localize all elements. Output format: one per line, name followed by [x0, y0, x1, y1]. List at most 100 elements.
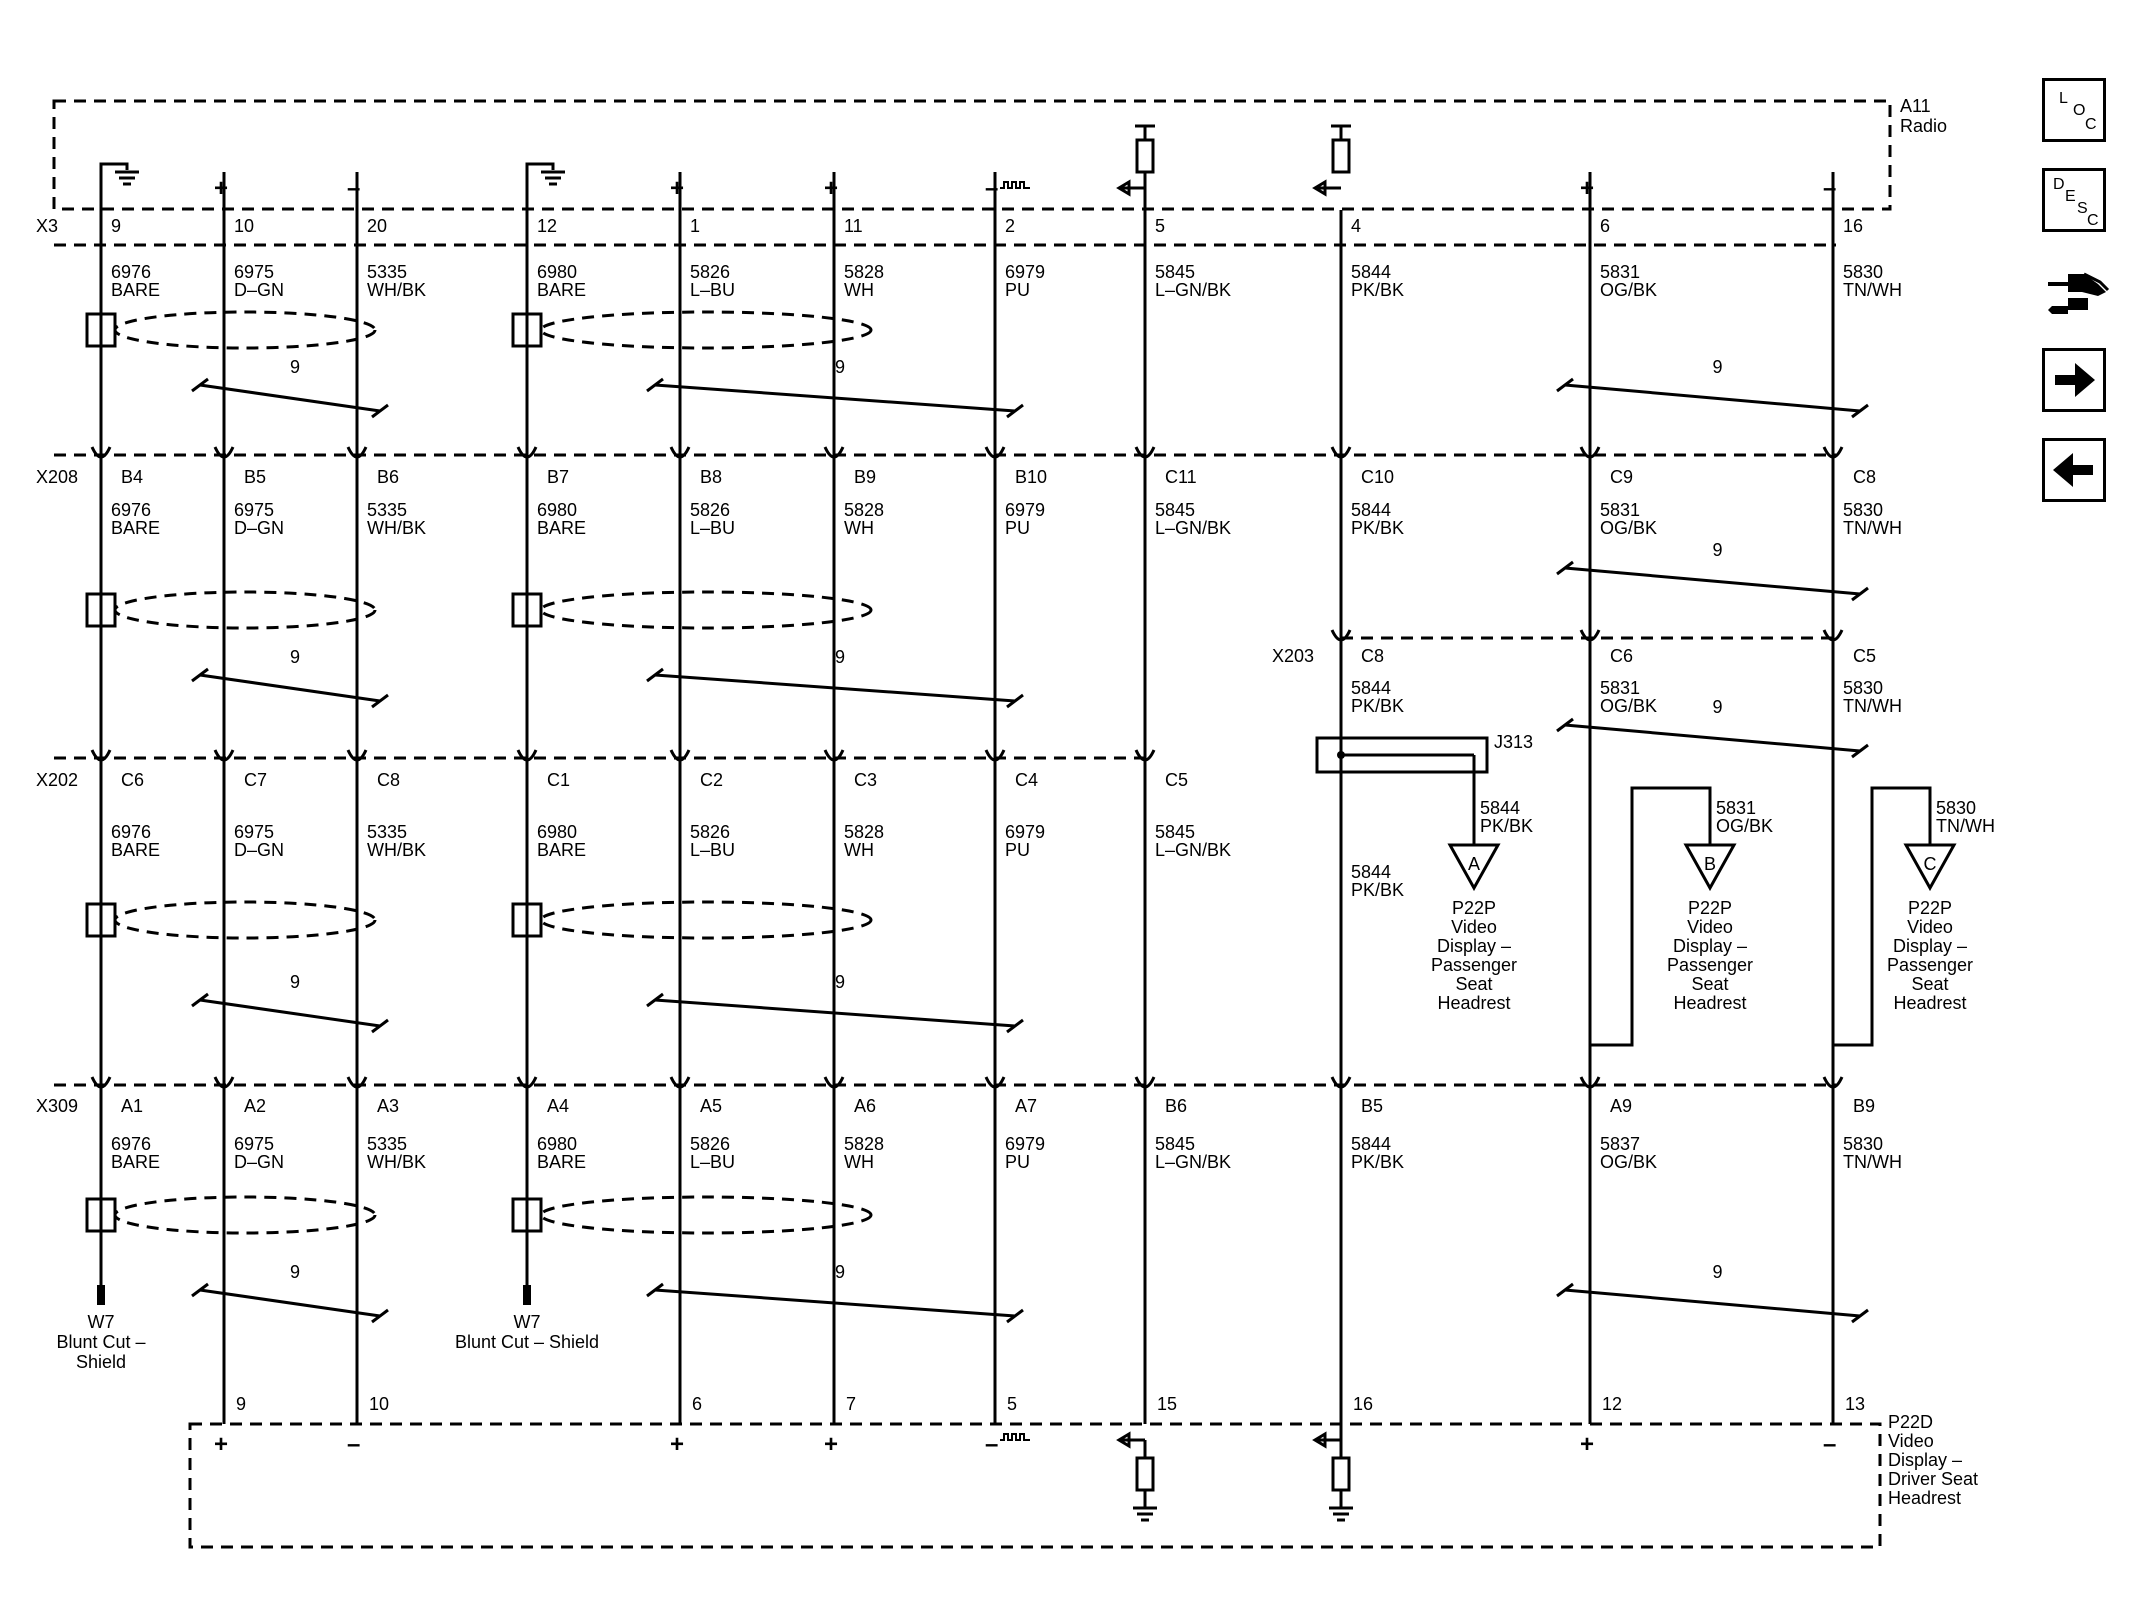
wire-label-circuit: 6975 [234, 262, 274, 282]
twisted-pair-a [199, 673, 381, 703]
passenger-display-label: P22P [1452, 898, 1496, 918]
twisted-pair-c-tick [1851, 1308, 1869, 1324]
wire-label-circuit: 5826 [690, 500, 730, 520]
wire-label-color: OG/BK [1600, 696, 1657, 716]
wire-label-circuit: 5844 [1351, 678, 1391, 698]
x309-pin: A6 [854, 1096, 876, 1116]
twisted-pair-a-tick [371, 1018, 389, 1034]
wire-label-circuit: 6975 [234, 822, 274, 842]
x309-terminal [1134, 1076, 1156, 1089]
wire-label-color: BARE [537, 1152, 586, 1172]
x208-terminal [516, 446, 538, 459]
wire-label-color: WH/BK [367, 840, 426, 860]
x309-terminal [669, 1076, 691, 1089]
x208-terminal [1579, 446, 1601, 459]
x203-pin: C5 [1853, 646, 1876, 666]
twist-count: 9 [835, 1262, 845, 1282]
previous-page-button[interactable] [2042, 438, 2106, 502]
twisted-pair-c-tick [1556, 560, 1574, 576]
resistor-icon [1331, 1456, 1351, 1492]
shield-drain-square [511, 312, 543, 348]
passenger-display-label: Seat [1455, 974, 1492, 994]
polarity-mark: + [824, 175, 838, 202]
twisted-pair-b-tick [646, 992, 664, 1008]
wire-label-circuit: 5831 [1600, 262, 1640, 282]
twisted-pair-a-tick [371, 1308, 389, 1324]
wire-label-color: L–BU [690, 1152, 735, 1172]
wire-label-circuit: 6980 [537, 500, 577, 520]
wire-label-color: D–GN [234, 1152, 284, 1172]
x3-pin-11: 11 [844, 216, 863, 236]
x208-pin: C10 [1361, 467, 1394, 487]
twisted-pair-c-tick [1556, 377, 1574, 393]
wire-label-color: PK/BK [1351, 1152, 1404, 1172]
ground-icon [1329, 1490, 1353, 1522]
wire-label-circuit: 6979 [1005, 1134, 1045, 1154]
x208-pin: C9 [1610, 467, 1633, 487]
resistor-icon [1135, 138, 1155, 174]
shield-ellipse [539, 310, 873, 350]
desc-button[interactable]: D E S C [2042, 168, 2106, 232]
passenger-wire-color: PK/BK [1480, 816, 1533, 836]
passenger-wire-circuit: 5844 [1480, 798, 1520, 818]
wire-label-circuit: 5830 [1843, 678, 1883, 698]
twisted-pair-b-tick [1006, 1308, 1024, 1324]
wire-label-color: TN/WH [1843, 280, 1902, 300]
wire-label-circuit: 6976 [111, 822, 151, 842]
connector-view-button[interactable] [2042, 264, 2112, 328]
driver-display-label: Headrest [1888, 1488, 1961, 1508]
wire-label-color: TN/WH [1843, 518, 1902, 538]
x208-pin: C8 [1853, 467, 1876, 487]
shield-ellipse [113, 310, 377, 350]
loc-icon: L O C [2059, 90, 2097, 133]
wire-label-color: PK/BK [1351, 880, 1404, 900]
passenger-display-label: Video [1687, 917, 1733, 937]
polarity-mark: + [1580, 175, 1594, 202]
pulse-signal-icon [1000, 1433, 1030, 1441]
passenger-display-label: Seat [1691, 974, 1728, 994]
twist-count: 9 [290, 972, 300, 992]
arrow-icon [1116, 179, 1145, 197]
x208-terminal [1330, 446, 1352, 459]
shield-end-label: Blunt Cut – [56, 1332, 145, 1352]
wire-label-color: L–GN/BK [1155, 1152, 1231, 1172]
twisted-pair-b [654, 998, 1016, 1028]
x208-pin: B10 [1015, 467, 1047, 487]
passenger-display-label: Display – [1437, 936, 1511, 956]
wire-label-circuit: 5845 [1155, 500, 1195, 520]
x202-pin: C2 [700, 770, 723, 790]
x202-pin: C3 [854, 770, 877, 790]
wire-label-circuit: 6976 [111, 500, 151, 520]
wire-label-color: PK/BK [1351, 518, 1404, 538]
wire-label-color: WH/BK [367, 518, 426, 538]
x202-pin: C6 [121, 770, 144, 790]
wire-label-color: L–GN/BK [1155, 280, 1231, 300]
wire-label-circuit: 5335 [367, 262, 407, 282]
twisted-pair-a [199, 383, 381, 413]
x202-pin: C5 [1165, 770, 1188, 790]
x309-pin: A4 [547, 1096, 569, 1116]
x202-terminal [984, 749, 1006, 762]
twist-count: 9 [290, 647, 300, 667]
x208-terminal [1134, 446, 1156, 459]
wire-label-color: BARE [111, 840, 160, 860]
loc-button[interactable]: L O C [2042, 78, 2106, 142]
loc-letter-1: L [2059, 90, 2068, 107]
driver-display-label: Video [1888, 1431, 1934, 1451]
passenger-display-label: Passenger [1667, 955, 1753, 975]
wire-label-color: PU [1005, 280, 1030, 300]
twisted-pair-c-tick [1851, 403, 1869, 419]
wire-label-color: L–BU [690, 280, 735, 300]
twisted-pair-b-tick [646, 377, 664, 393]
next-page-button[interactable] [2042, 348, 2106, 412]
driver-display-label: P22D [1888, 1412, 1933, 1432]
twisted-pair-b-tick [1006, 403, 1024, 419]
shield-ellipse [539, 1195, 873, 1235]
x309-pin: A9 [1610, 1096, 1632, 1116]
passenger-display-label: Passenger [1431, 955, 1517, 975]
wire-label-color: L–GN/BK [1155, 518, 1231, 538]
wire-label-circuit: 5830 [1843, 1134, 1883, 1154]
wire-label-color: L–GN/BK [1155, 840, 1231, 860]
x3-pin-5: 5 [1155, 216, 1165, 236]
